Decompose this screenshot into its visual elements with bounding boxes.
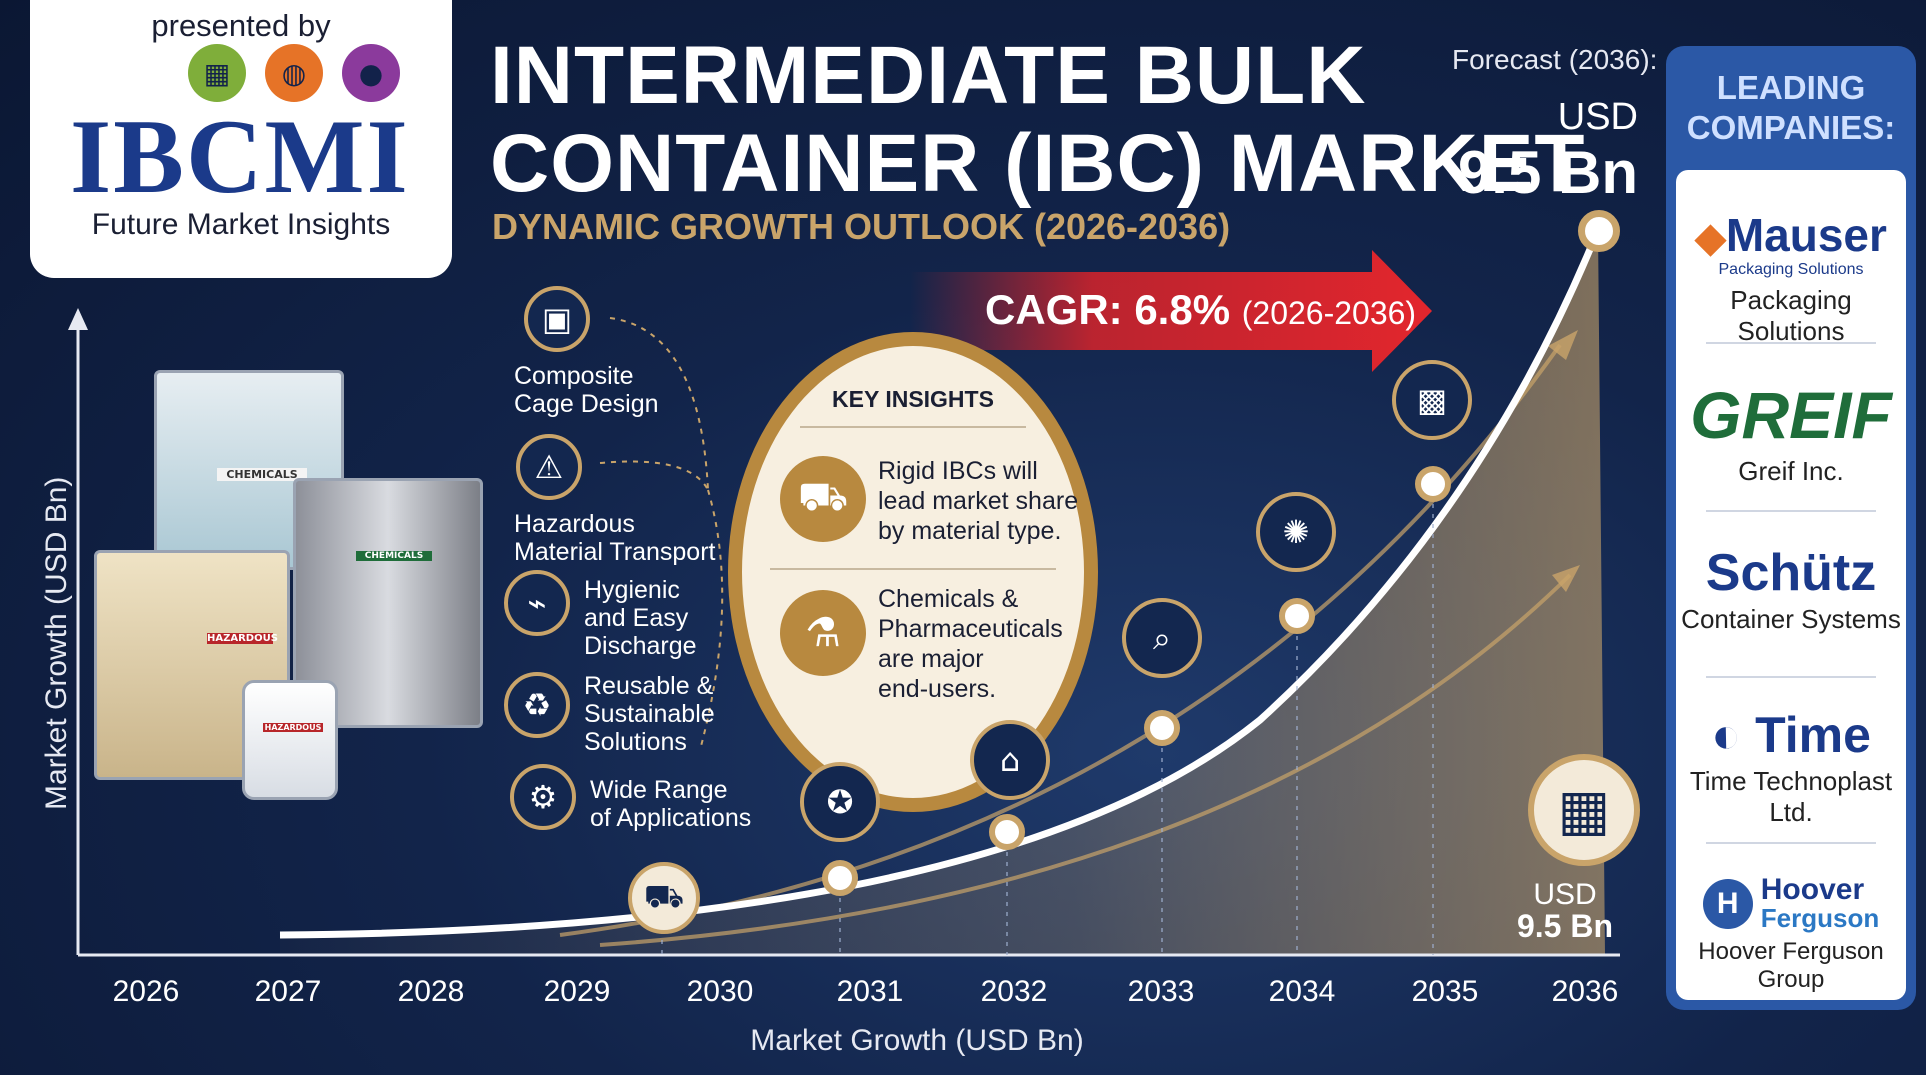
cage-frame-icon: ▣	[524, 286, 590, 352]
factory-icon: ⌂	[970, 720, 1050, 800]
year-2034: 2034	[1268, 975, 1336, 1008]
key-insights-title: KEY INSIGHTS	[832, 386, 994, 412]
company-time: ◐ Time Time Technoplast Ltd.	[1676, 710, 1906, 828]
milestone-dot-2034	[1279, 598, 1315, 634]
milestone-dot-2031	[822, 860, 858, 896]
ibcmi-logo-text: IBCMI	[70, 98, 410, 215]
title-line-1: INTERMEDIATE BULK	[490, 30, 1367, 121]
ferguson-logo: Ferguson	[1760, 903, 1880, 933]
hoover-logo: Hoover	[1760, 873, 1865, 906]
presenter-logo-card: presented by ▦ ◍ ● IBCMI Future Market I…	[30, 0, 452, 278]
forecast-unit: USD	[1557, 96, 1638, 138]
trend-arrowhead-2	[1552, 565, 1580, 592]
certified-badge-icon: ✪	[800, 762, 880, 842]
cagr-label: CAGR: 6.8% (2026-2036)	[985, 286, 1416, 334]
forecast-value: 9.5 Bn	[1457, 139, 1638, 206]
hoover-ferguson-name: Hoover Ferguson Group	[1698, 938, 1884, 993]
hazard-warning-icon: ⚠	[516, 434, 582, 500]
tank-label-right: CHEMICALS	[356, 551, 432, 561]
y-axis-arrow	[68, 308, 88, 330]
recycle-icon: ♻	[504, 672, 570, 738]
year-2030: 2030	[686, 975, 754, 1008]
ibc-tank-right: CHEMICALS	[293, 478, 483, 728]
research-icon: ⌕	[1122, 598, 1202, 678]
milestone-dot-2035	[1415, 466, 1451, 502]
cagr-period: (2026-2036)	[1241, 295, 1417, 331]
globe-icon: ◍	[265, 44, 323, 102]
container-cube-icon: ▩	[1392, 360, 1472, 440]
year-2028: 2028	[397, 975, 465, 1008]
company-hoover-ferguson: H Hoover Ferguson Hoover Ferguson Group	[1676, 873, 1906, 994]
presented-by-label: presented by	[151, 8, 331, 43]
tank-label: CHEMICALS	[217, 468, 307, 481]
applications-grid-icon: ⚙	[510, 764, 576, 830]
greif-logo: GREIF	[1690, 378, 1892, 452]
x-axis-title: Market Growth (USD Bn)	[750, 1024, 1084, 1057]
page-subtitle: DYNAMIC GROWTH OUTLOOK (2026-2036)	[492, 206, 1231, 247]
time-logo: Time	[1755, 707, 1871, 763]
tank-label-front: HAZARDOUS	[207, 633, 278, 644]
company-list: ◆Mauser Packaging Solutions Packaging So…	[1676, 170, 1906, 1000]
leading-companies-title: LEADING COMPANIES:	[1686, 69, 1896, 146]
growth-area	[280, 230, 1605, 955]
forklift-icon: ⛟	[780, 456, 866, 542]
mauser-name: Packaging Solutions	[1730, 285, 1852, 346]
year-2026: 2026	[112, 975, 180, 1008]
end-value-unit: USD	[1533, 878, 1597, 911]
year-2035: 2035	[1411, 975, 1479, 1008]
ibc-tank-front: HAZARDOUS	[94, 550, 290, 780]
y-axis-title: Market Growth (USD Bn)	[40, 476, 73, 810]
title-line-2: CONTAINER (IBC) MARKET	[490, 118, 1586, 209]
ibc-tank-icon: ▦	[1528, 754, 1640, 866]
hoover-logo-icon: H	[1702, 879, 1753, 929]
ibc-products-illustration: CHEMICALS CHEMICALS HAZARDOUS HAZARDOUS	[88, 360, 508, 820]
greif-name: Greif Inc.	[1738, 456, 1844, 486]
page-title: INTERMEDIATE BULK CONTAINER (IBC) MARKET	[490, 32, 1586, 208]
milestone-dot-2033	[1144, 710, 1180, 746]
faucet-icon: ⌁	[504, 570, 570, 636]
mauser-tagline: Packaging Solutions	[1718, 261, 1864, 278]
time-logo-icon: ◐	[1711, 707, 1742, 763]
presenter-company-name: Future Market Insights	[91, 208, 391, 241]
time-name: Time Technoplast Ltd.	[1689, 766, 1893, 827]
droplet-icon: ●	[342, 44, 400, 102]
milestone-dot-2036	[1578, 210, 1620, 252]
mauser-logo: Mauser	[1725, 209, 1887, 261]
forecast-label: Forecast (2036):	[1452, 44, 1658, 75]
chemical-pharma-icon: ⚗	[780, 590, 866, 676]
truck-icon: ⛟	[628, 862, 700, 934]
schutz-logo: Schütz	[1705, 544, 1877, 602]
year-2031: 2031	[836, 975, 904, 1008]
year-2029: 2029	[543, 975, 611, 1008]
company-mauser: ◆Mauser Packaging Solutions Packaging So…	[1676, 210, 1906, 347]
company-greif: GREIF Greif Inc.	[1676, 380, 1906, 487]
year-2027: 2027	[254, 975, 322, 1008]
end-value: 9.5 Bn	[1516, 908, 1614, 944]
milestone-dot-2032	[989, 814, 1025, 850]
warehouse-pallet-icon: ▦	[188, 44, 246, 102]
jerrycan: HAZARDOUS	[242, 680, 338, 800]
trend-arrowhead-1	[1548, 330, 1578, 360]
schutz-name: Container Systems	[1681, 604, 1901, 634]
mauser-cube-icon: ◆	[1695, 216, 1726, 260]
jerrycan-label: HAZARDOUS	[263, 723, 323, 732]
year-2036: 2036	[1551, 975, 1619, 1008]
company-schutz: Schütz Container Systems	[1676, 544, 1906, 635]
year-2033: 2033	[1127, 975, 1195, 1008]
cagr-arrow	[910, 250, 1432, 372]
cagr-value: CAGR: 6.8%	[985, 286, 1231, 333]
year-2032: 2032	[980, 975, 1048, 1008]
network-icon: ✺	[1256, 492, 1336, 572]
